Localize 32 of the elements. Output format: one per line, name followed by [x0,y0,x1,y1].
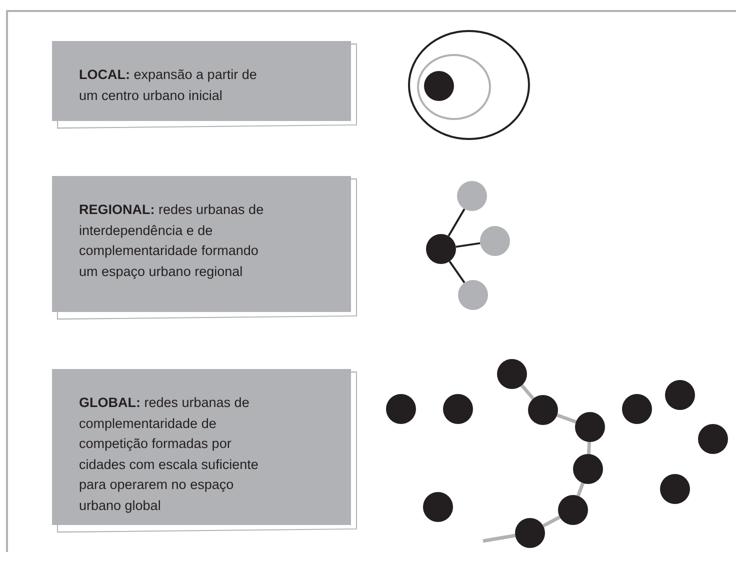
city-dot [515,518,545,548]
city-dot [622,394,652,424]
connector-line [448,208,466,237]
city-dot [443,394,473,424]
description-text: LOCAL: expansão a partir de um centro urbano inicial [79,66,258,104]
city-dot [698,424,728,454]
connector-line [520,384,535,400]
area-ring [408,30,530,140]
connector-line [542,516,561,528]
city-dot [660,474,690,504]
connector-line [456,242,480,248]
city-dot [458,280,488,310]
city-dot [558,495,588,525]
city-dot [528,395,558,425]
connector-line [586,442,592,454]
city-dot [480,226,510,256]
city-dot [424,71,454,101]
connector-line [448,260,466,284]
description-text: REGIONAL: redes urbanas de interdependência e de complementaridade formando um espaço urbano regional [79,201,265,281]
connector-line [556,413,576,424]
connector-line [576,482,584,497]
city-dot [457,181,487,211]
city-dot [665,380,695,410]
city-dot [573,454,603,484]
city-dot [386,394,416,424]
city-dot [575,412,605,442]
city-dot [426,234,456,264]
city-dot [497,359,527,389]
area-ring [417,54,491,120]
connector-line [482,534,516,543]
description-text: GLOBAL: redes urbanas de complementaridade de competição formadas por cidades com escala suficiente para operarem no espaço urbano global [79,394,260,515]
city-dot [423,492,453,522]
